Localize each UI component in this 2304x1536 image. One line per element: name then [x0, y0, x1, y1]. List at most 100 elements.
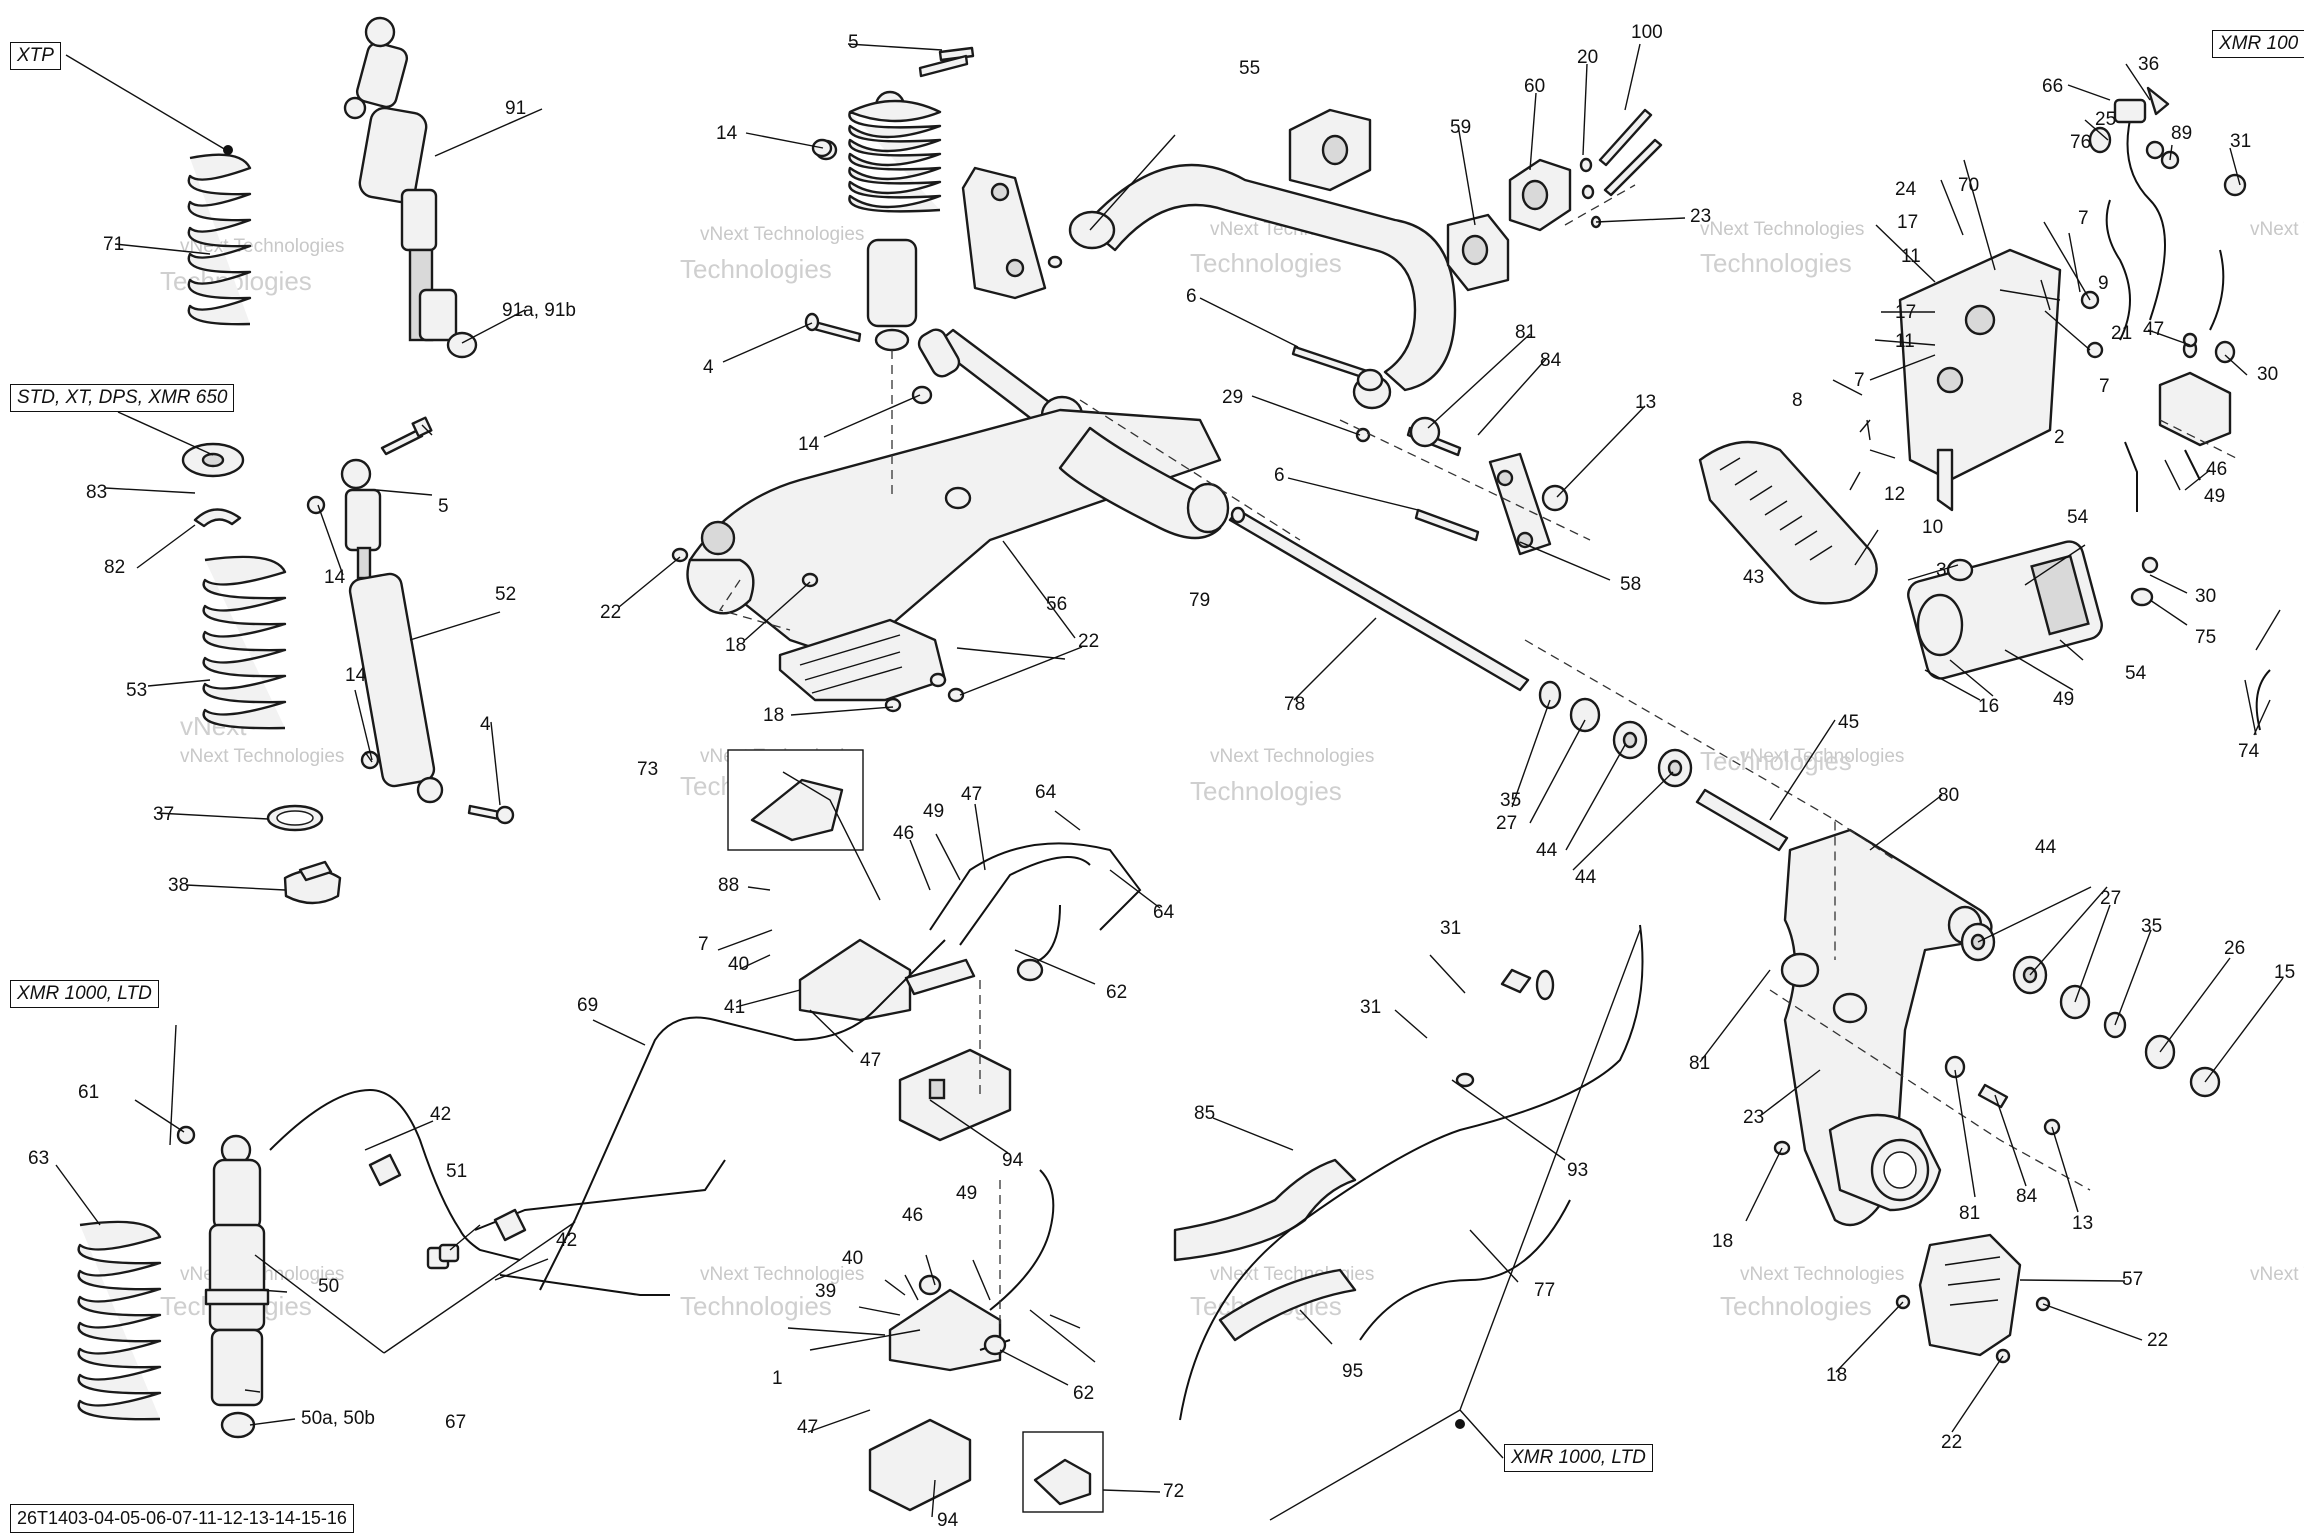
callout-label: 52	[495, 584, 516, 605]
callout-label: 47	[797, 1417, 818, 1438]
callout-label: 44	[2035, 837, 2057, 858]
callout-label: 15	[2274, 962, 2295, 983]
watermark-text: vNext Technologies	[1740, 1264, 1904, 1285]
bump-stop-38	[283, 860, 342, 905]
callout-label: 5	[438, 496, 449, 517]
callout-label: 53	[126, 680, 147, 701]
module-94-upper	[898, 1048, 1012, 1142]
callout-label: 61	[78, 1082, 99, 1103]
callout-label: 7	[2078, 208, 2089, 229]
callout-label: 77	[1534, 1280, 1555, 1301]
callout-label: 69	[577, 995, 598, 1016]
watermark-text: vNext Technologies	[180, 236, 344, 257]
callout-label: 62	[1073, 1383, 1094, 1404]
callout-labels: 5 100 20 36 66 91 55 60 14 59 25 89 31 7…	[28, 22, 2295, 1531]
callout-label: 66	[2042, 76, 2063, 97]
ring-37	[266, 804, 324, 832]
callout-label: 46	[893, 823, 914, 844]
hardware-col2	[671, 54, 1063, 713]
callout-label: 84	[2016, 1186, 2038, 1207]
valve-block-46	[2158, 371, 2232, 447]
sensor-assembly-lower	[888, 1169, 1055, 1372]
callout-label: 36	[2138, 54, 2159, 75]
callout-label: 14	[345, 665, 367, 686]
callout-label: 44	[1575, 867, 1597, 888]
callout-label: 83	[86, 482, 107, 503]
callout-label: 40	[842, 1248, 863, 1269]
callout-label: 58	[1620, 574, 1641, 595]
callout-label: 41	[724, 997, 745, 1018]
callout-label: 46	[2206, 459, 2227, 480]
callout-label: 8	[1792, 390, 1803, 411]
callout-label: 49	[923, 801, 944, 822]
leader-lines	[55, 43, 2284, 1521]
callout-label: 16	[1978, 696, 1999, 717]
callout-label: 18	[725, 635, 746, 656]
spindle-knuckle	[1828, 1113, 1942, 1212]
watermark-text: Technologies	[1190, 248, 1342, 278]
callout-label: 23	[1690, 206, 1711, 227]
callout-label: 11	[1901, 246, 1921, 267]
watermark-text: Technologies	[680, 1291, 832, 1321]
callout-label: 70	[1958, 175, 1979, 196]
watermark-text: vNext Technologies	[700, 1264, 864, 1285]
callout-label: 81	[1689, 1053, 1710, 1074]
watermark-text: vNext Technologies	[2250, 1264, 2304, 1285]
callout-label: 84	[1540, 350, 1562, 371]
callout-label: 50	[318, 1276, 339, 1297]
variant-tag-xmr1000-center: XMR 1000, LTD	[1504, 1444, 1653, 1472]
callout-label: 22	[600, 602, 621, 623]
skid-plate-57	[1918, 1233, 2022, 1357]
bolts-col1	[306, 416, 515, 825]
watermark-text: Technologies	[1700, 248, 1852, 278]
callout-label: 27	[1496, 813, 1517, 834]
link-bracket	[961, 166, 1047, 300]
callout-label: 80	[1938, 785, 1959, 806]
callout-label: 26	[2224, 938, 2245, 959]
callout-label: 6	[1186, 286, 1197, 307]
callout-label: 12	[1884, 484, 1905, 505]
callout-label: 37	[153, 804, 174, 825]
callout-label: 31	[1360, 997, 1381, 1018]
callout-label: 35	[1500, 790, 1521, 811]
callout-label: 81	[1515, 322, 1536, 343]
callout-label: 91	[505, 98, 526, 119]
construction-lines	[718, 184, 2241, 1330]
inset-box-73	[727, 749, 864, 851]
u-bar-55	[1068, 163, 1457, 410]
callout-label: 17	[1895, 302, 1916, 323]
callout-label: 21	[2111, 323, 2132, 344]
callout-label: 71	[103, 234, 124, 255]
callout-label: 10	[1922, 517, 1943, 538]
watermark-text: Technologies	[1720, 1291, 1872, 1321]
bracket-plate-70	[1898, 248, 2062, 512]
callout-label: 38	[168, 875, 189, 896]
callout-label: 60	[1524, 76, 1545, 97]
callout-label: 88	[718, 875, 739, 896]
callout-label: 54	[2067, 507, 2089, 528]
watermark-text: vNext Technologies	[1740, 746, 1904, 767]
hoses-lower-center	[1173, 924, 1644, 1421]
callout-label: 42	[556, 1230, 577, 1251]
callout-label: 75	[2195, 627, 2216, 648]
callout-label: 9	[2098, 273, 2109, 294]
callout-label: 4	[703, 357, 714, 378]
watermarks: vNext Technologies Technologies vNext Te…	[160, 219, 2304, 1321]
shock-absorber-50	[176, 1088, 521, 1439]
diagram-reference-code: 26T1403-04-05-06-07-11-12-13-14-15-16	[10, 1504, 354, 1533]
callout-label: 17	[1897, 212, 1918, 233]
callout-label: 67	[445, 1412, 466, 1433]
callout-label: 64	[1035, 782, 1057, 803]
callout-label: 3	[1936, 560, 1947, 581]
callout-label: 18	[1826, 1365, 1847, 1386]
callout-label: 85	[1194, 1103, 1215, 1124]
callout-label: 22	[1941, 1432, 1962, 1453]
callout-label: 57	[2122, 1269, 2143, 1290]
callout-label: 31	[2230, 131, 2251, 152]
spring-53	[202, 555, 287, 730]
watermark-text: Technologies	[1700, 746, 1852, 776]
front-arm-79	[686, 408, 1230, 662]
callout-label: 94	[937, 1510, 959, 1531]
callout-label: 50a, 50b	[301, 1408, 375, 1429]
callout-label: 91a, 91b	[502, 300, 576, 321]
